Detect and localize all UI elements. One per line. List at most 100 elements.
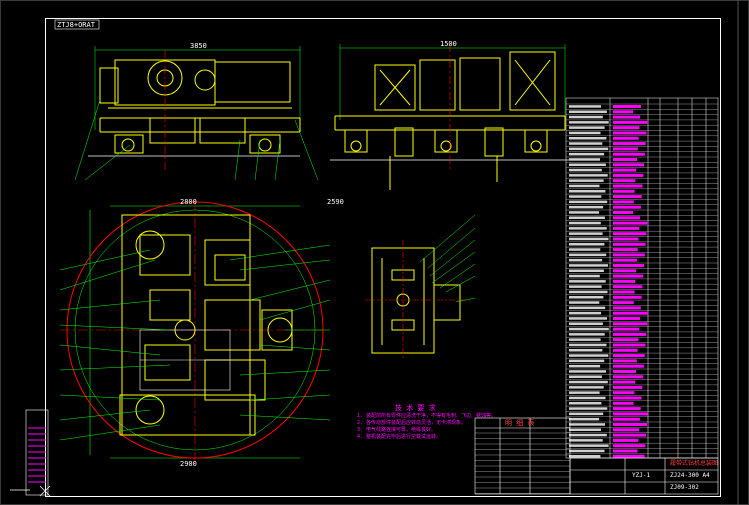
table-cell-mark: [613, 295, 642, 299]
table-cell-mark: [613, 417, 640, 421]
table-cell-mark: [569, 147, 609, 151]
table-cell-mark: [569, 237, 609, 241]
table-cell-mark: [569, 274, 600, 278]
table-cell-mark: [613, 454, 645, 458]
table-cell-mark: [569, 412, 604, 416]
table-cell-mark: [569, 211, 599, 214]
table-cell-mark: [569, 163, 606, 166]
table-cell-mark: [613, 216, 641, 220]
table-cell-mark: [613, 211, 633, 214]
table-cell-mark: [613, 226, 640, 230]
table-cell-mark: [613, 380, 636, 384]
notes-title: 技 术 要 求: [395, 404, 436, 412]
table-cell-mark: [569, 248, 601, 251]
table-cell-mark: [569, 280, 606, 283]
table-cell-mark: [569, 243, 605, 246]
table-cell-mark: [613, 173, 644, 177]
note-line: 4. 整机装配完毕后进行空载试运转。: [357, 434, 442, 440]
table-cell-mark: [569, 301, 600, 304]
table-cell-mark: [569, 311, 602, 315]
table-cell-mark: [613, 189, 635, 193]
table-cell-mark: [613, 105, 641, 108]
drawing-frame: [45, 18, 721, 497]
corner-tag: ZTJ8+ORAT: [57, 21, 95, 29]
table-cell-mark: [613, 338, 639, 342]
table-cell-mark: [613, 364, 644, 368]
table-cell-mark: [613, 126, 640, 130]
table-cell-mark: [569, 195, 602, 198]
side-height-dim: 2590: [327, 198, 344, 206]
table-cell-mark: [569, 386, 604, 389]
table-cell-mark: [569, 423, 605, 426]
table-cell-mark: [613, 412, 648, 416]
table-cell-mark: [613, 264, 644, 267]
table-cell-mark: [613, 152, 645, 156]
table-cell-mark: [569, 349, 603, 352]
table-cell-mark: [613, 385, 643, 389]
table-cell-mark: [613, 433, 647, 437]
table-cell-mark: [569, 131, 601, 135]
table-cell-mark: [613, 168, 637, 172]
table-cell-mark: [613, 290, 635, 294]
table-cell-mark: [569, 391, 600, 394]
table-cell-mark: [569, 205, 604, 209]
table-cell-mark: [569, 253, 607, 257]
table-cell-mark: [613, 163, 645, 167]
table-cell-mark: [613, 370, 636, 373]
table-cell-mark: [569, 227, 607, 230]
table-cell-mark: [613, 301, 634, 305]
table-cell-mark: [569, 338, 601, 341]
table-cell-mark: [569, 455, 601, 458]
side-view: [330, 44, 570, 190]
table-cell-mark: [569, 152, 605, 156]
title-line-2: YZJ-1: [632, 472, 651, 479]
table-cell-mark: [613, 200, 634, 204]
table-cell-mark: [613, 444, 646, 448]
table-cell-mark: [569, 174, 608, 177]
table-cell-mark: [613, 242, 646, 246]
table-cell-mark: [569, 110, 607, 113]
table-cell-mark: [569, 444, 609, 447]
title-line-3: ZJ24-300 A4: [670, 472, 710, 479]
table-cell-mark: [569, 158, 600, 161]
table-cell-mark: [569, 184, 600, 188]
table-cell-mark: [569, 359, 605, 363]
table-cell-mark: [613, 205, 641, 209]
title-line-1: 履带式钻机总装图: [670, 460, 719, 467]
table-cell-mark: [613, 449, 638, 453]
table-cell-mark: [613, 423, 647, 426]
table-cell-mark: [569, 232, 603, 235]
table-cell-mark: [569, 449, 605, 453]
table-cell-mark: [569, 375, 602, 378]
note-line: 2. 各传动部件装配后应转动灵活，无卡滞现象。: [357, 420, 467, 426]
table-cell-mark: [569, 354, 609, 357]
table-cell-mark: [613, 221, 648, 225]
table-cell-mark: [613, 279, 636, 283]
left-margin-ruler: [10, 409, 51, 497]
table-cell-mark: [569, 364, 601, 368]
table-cell-mark: [613, 248, 638, 252]
table-cell-mark: [569, 317, 607, 320]
table-cell-mark: [569, 417, 600, 421]
table-cell-mark: [613, 438, 639, 442]
table-cell-mark: [613, 317, 640, 320]
table-cell-mark: [613, 285, 643, 289]
table-cell-mark: [569, 290, 608, 294]
plan-view: [59, 200, 331, 462]
table-cell-mark: [613, 343, 646, 347]
table-cell-mark: [569, 343, 607, 347]
corner-tag-box: [54, 19, 100, 30]
table-cell-mark: [569, 200, 608, 204]
table-cell-mark: [569, 402, 602, 405]
table-cell-mark: [613, 332, 647, 336]
table-cell-mark: [569, 168, 602, 172]
table-cell-mark: [613, 110, 634, 114]
table-cell-mark: [613, 131, 647, 135]
table-cell-mark: [569, 322, 603, 325]
table-cell-mark: [613, 274, 644, 278]
table-cell-mark: [613, 184, 643, 188]
table-cell-mark: [569, 407, 608, 410]
note-line: 3. 电气线路连接可靠，绝缘良好。: [357, 427, 437, 433]
table-cell-mark: [613, 269, 637, 273]
